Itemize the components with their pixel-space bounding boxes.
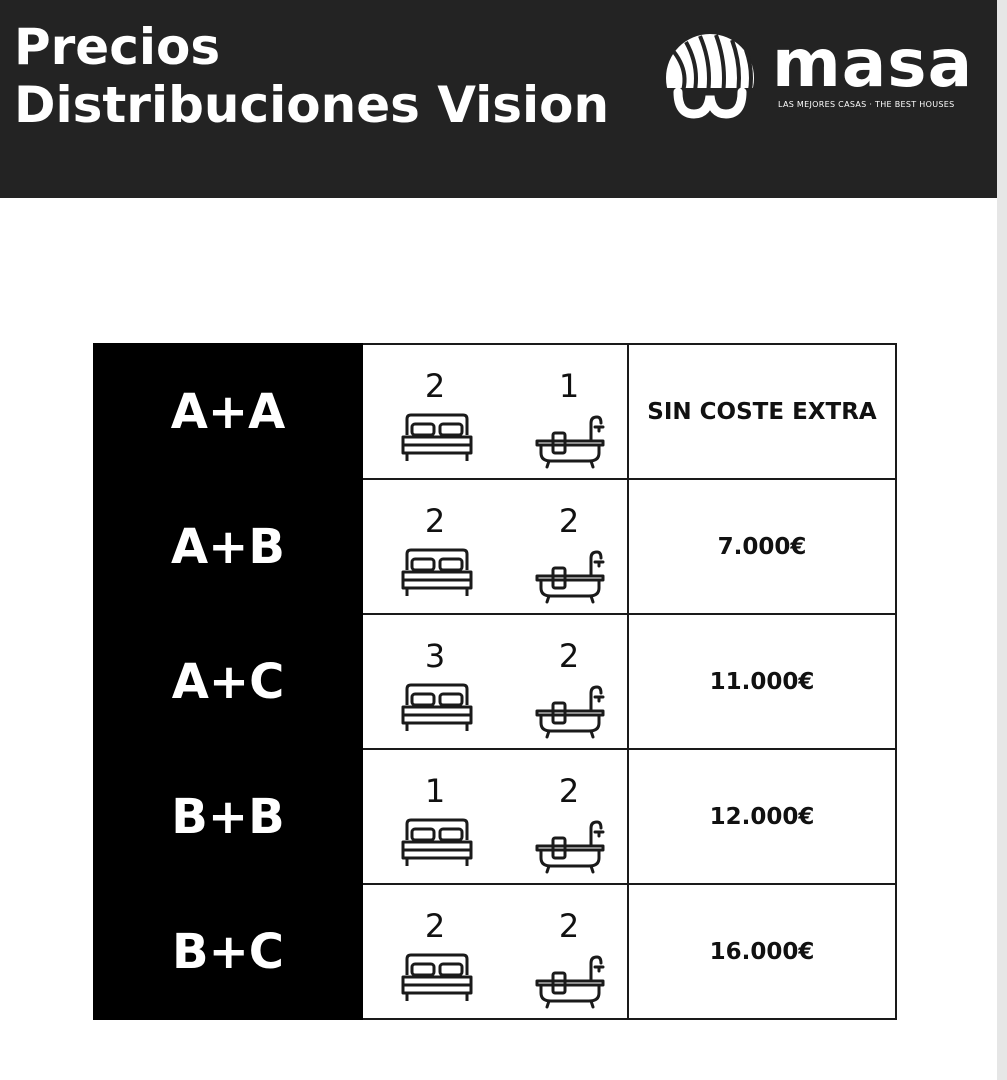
distribution-code: B+B — [93, 748, 363, 885]
rooms-cell: 2 1 — [361, 343, 629, 480]
title-line-1: Precios — [14, 18, 221, 76]
bathtub-icon — [535, 955, 605, 1009]
distribution-code: A+A — [93, 343, 363, 480]
distribution-price-table: A+A 2 1 — [93, 343, 897, 1020]
bathroom-count: 2 — [558, 772, 580, 810]
bed-icon — [401, 413, 473, 461]
page-title: Precios Distribuciones Vision — [14, 18, 609, 134]
logo-tagline: LAS MEJORES CASAS · THE BEST HOUSES — [778, 100, 955, 109]
bathroom-count: 2 — [558, 502, 580, 540]
bathroom-count: 2 — [558, 907, 580, 945]
header-bar: Precios Distribuciones Vision masa LAS M… — [0, 0, 997, 198]
logo-wordmark: masa — [772, 25, 974, 102]
rooms-cell: 3 2 — [361, 613, 629, 750]
rooms-cell: 1 2 — [361, 748, 629, 885]
bathtub-icon — [535, 415, 605, 469]
masa-logo-icon — [664, 34, 756, 124]
bathtub-icon — [535, 550, 605, 604]
bathtub-icon — [535, 685, 605, 739]
title-line-2: Distribuciones Vision — [14, 76, 610, 134]
distribution-code: B+C — [93, 883, 363, 1020]
bed-icon — [401, 953, 473, 1001]
bathroom-count: 1 — [558, 367, 580, 405]
price-cell: 11.000€ — [627, 613, 897, 750]
table-row: B+C 2 2 — [93, 883, 897, 1020]
distribution-code: A+B — [93, 478, 363, 615]
table-row: A+C 3 2 — [93, 613, 897, 750]
bed-icon — [401, 818, 473, 866]
price-cell: SIN COSTE EXTRA — [627, 343, 897, 480]
bedroom-count: 3 — [424, 637, 446, 675]
bathtub-icon — [535, 820, 605, 874]
price-cell: 7.000€ — [627, 478, 897, 615]
bedroom-count: 1 — [424, 772, 446, 810]
bed-icon — [401, 548, 473, 596]
bedroom-count: 2 — [424, 907, 446, 945]
rooms-cell: 2 2 — [361, 883, 629, 1020]
bathroom-count: 2 — [558, 637, 580, 675]
page-edge — [997, 0, 1007, 1080]
distribution-code: A+C — [93, 613, 363, 750]
masa-logo: masa LAS MEJORES CASAS · THE BEST HOUSES — [664, 25, 974, 126]
table-row: A+A 2 1 — [93, 343, 897, 480]
table-row: A+B 2 2 — [93, 478, 897, 615]
bedroom-count: 2 — [424, 502, 446, 540]
bed-icon — [401, 683, 473, 731]
rooms-cell: 2 2 — [361, 478, 629, 615]
table-row: B+B 1 2 — [93, 748, 897, 885]
price-cell: 12.000€ — [627, 748, 897, 885]
price-cell: 16.000€ — [627, 883, 897, 1020]
bedroom-count: 2 — [424, 367, 446, 405]
